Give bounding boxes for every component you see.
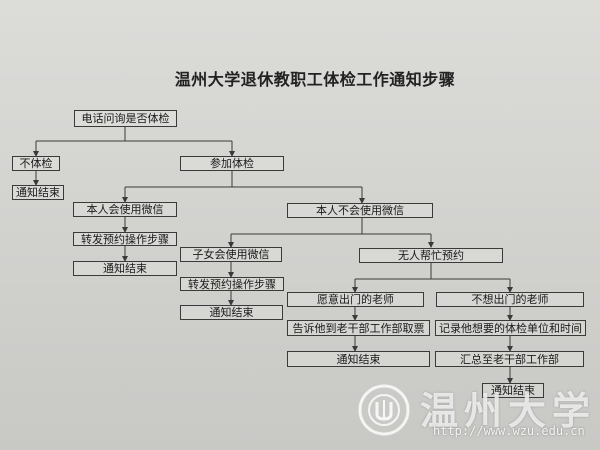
node-record-wish: 记录他想要的体检单位和时间 (435, 320, 586, 336)
node-summary-office: 汇总至老干部工作部 (435, 351, 584, 367)
watermark-title: 温州大学 (420, 388, 597, 433)
node-forward-steps-1: 转发预约操作步骤 (73, 232, 177, 246)
node-tell-office: 告诉他到老干部工作部取票 (287, 320, 430, 336)
node-nobody-help: 无人帮忙预约 (359, 248, 503, 263)
node-self-wechat: 本人会使用微信 (73, 202, 177, 217)
node-forward-steps-2: 转发预约操作步骤 (180, 277, 284, 291)
university-logo-icon (358, 384, 410, 436)
node-notify-end-2: 通知结束 (73, 261, 177, 276)
node-notify-end-4: 通知结束 (287, 351, 430, 367)
node-join-exam: 参加体检 (180, 156, 284, 171)
node-child-wechat: 子女会使用微信 (180, 247, 282, 262)
page-title: 温州大学退休教职工体检工作通知步骤 (174, 70, 456, 89)
node-no-exam: 不体检 (12, 156, 60, 171)
node-notify-end-3: 通知结束 (180, 305, 283, 320)
node-notify-end-5: 通知结束 (482, 383, 544, 398)
watermark-url: http://www.wzu.edu.cn (433, 424, 585, 438)
node-willing-out: 愿意出门的老师 (287, 292, 424, 307)
node-notify-end-1: 通知结束 (12, 185, 64, 200)
node-ask-phone: 电话问询是否体检 (74, 110, 177, 127)
node-unwilling-out: 不想出门的老师 (436, 292, 584, 307)
node-self-no-wechat: 本人不会使用微信 (287, 203, 433, 218)
